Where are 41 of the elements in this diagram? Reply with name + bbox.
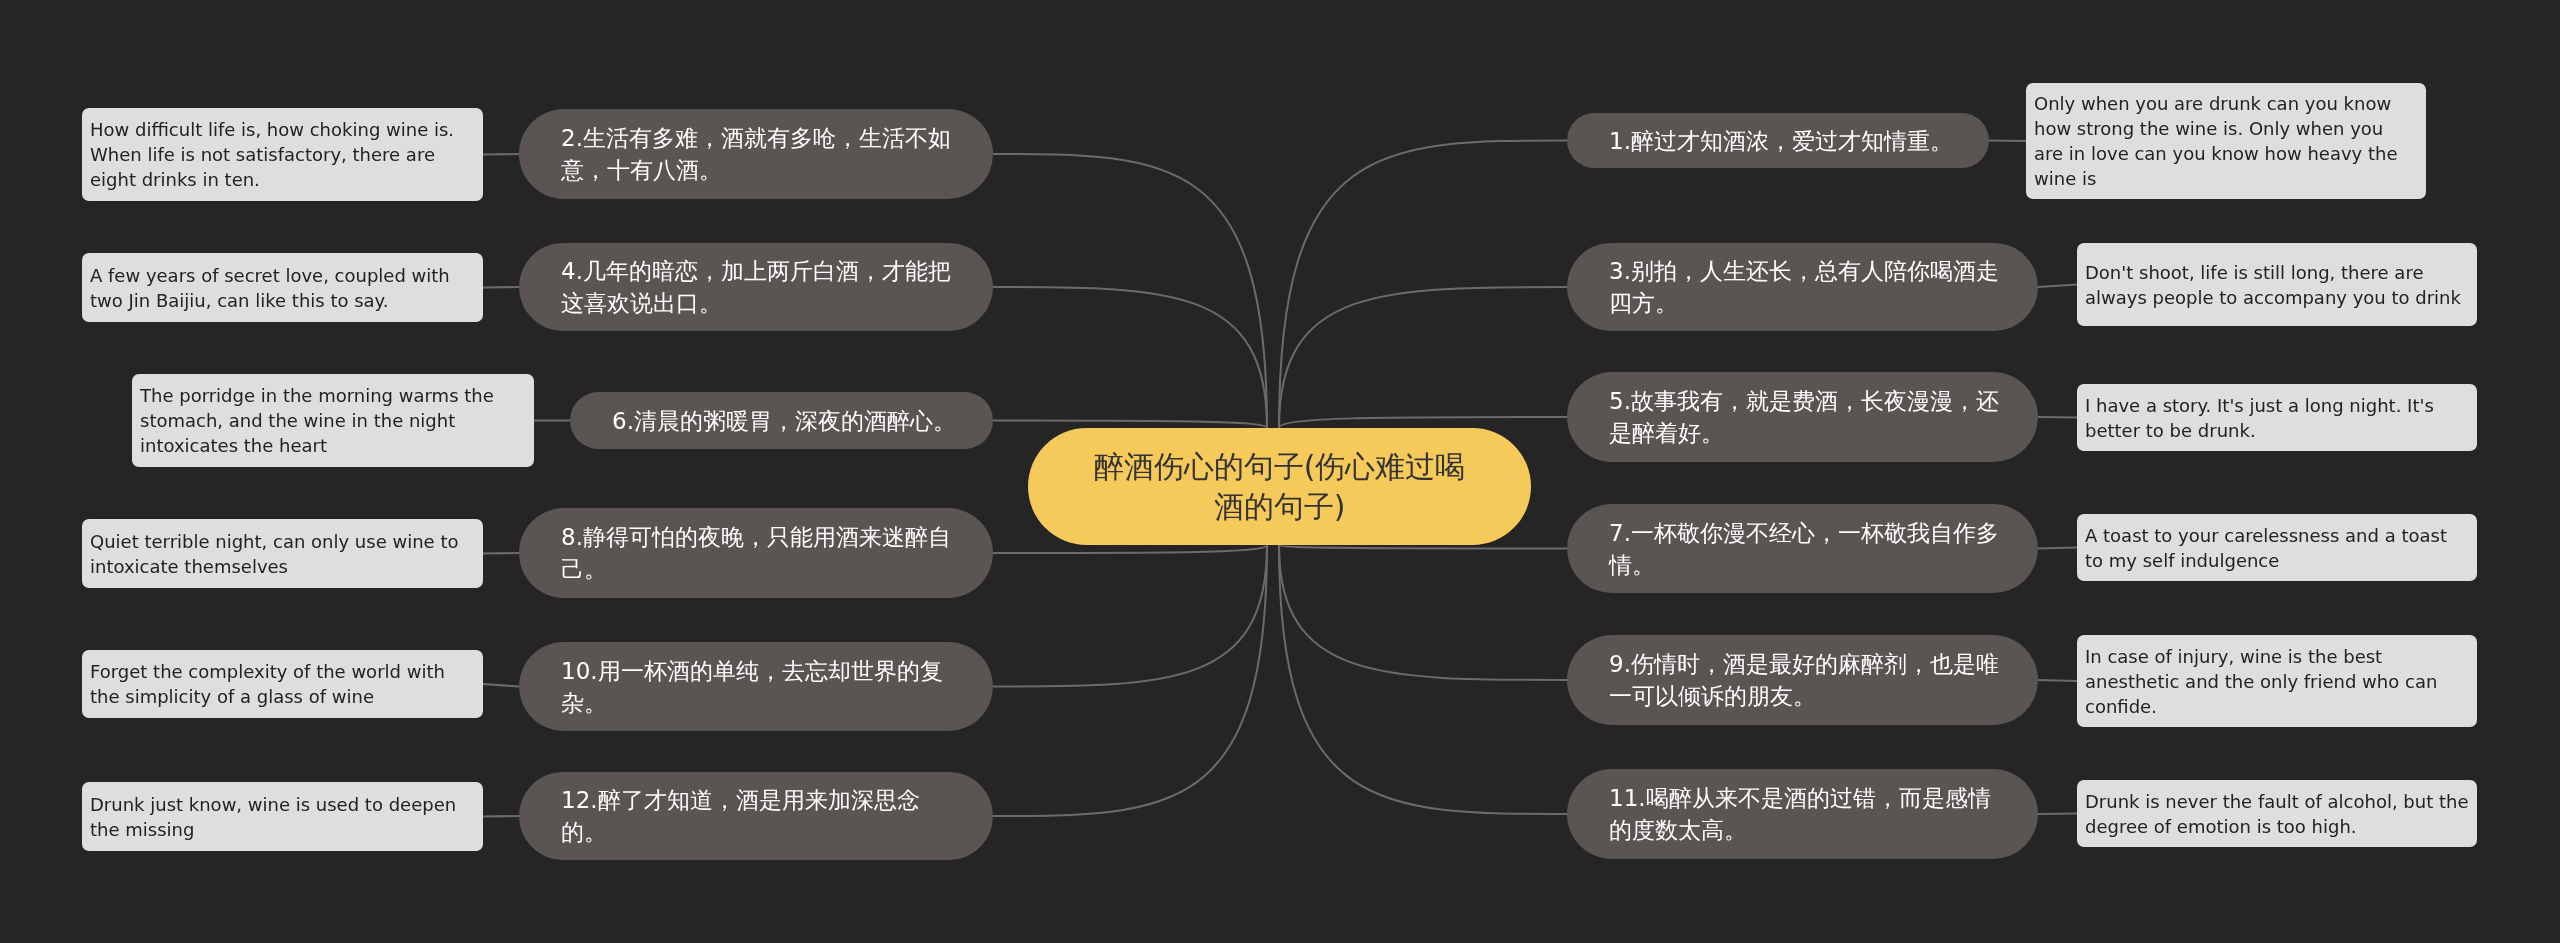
note-box: Drunk is never the fault of alcohol, but the degree of emotion is too high. [2077, 780, 2477, 847]
topic-pill: 5.故事我有，就是费酒，长夜漫漫，还是醉着好。 [1567, 372, 2038, 462]
connector-line [992, 544, 1268, 554]
connector-line [482, 815, 520, 818]
note-box: Forget the complexity of the world with the simplicity of a glass of wine [82, 650, 483, 718]
connector-line [2037, 546, 2078, 550]
connector-line [992, 419, 1268, 429]
topic-pill: 4.几年的暗恋，加上两斤白酒，才能把这喜欢说出口。 [519, 243, 993, 331]
connector-line [482, 683, 520, 688]
connector-line [482, 552, 520, 555]
topic-pill: 6.清晨的粥暖胃，深夜的酒醉心。 [570, 392, 993, 449]
connector-line [1278, 416, 1568, 429]
connector-line [533, 419, 571, 422]
note-box: The porridge in the morning warms the stomach, and the wine in the night intoxicates the heart [132, 374, 534, 467]
connector-line [2037, 679, 2078, 682]
note-box: Don't shoot, life is still long, there are always people to accompany you to drink [2077, 243, 2477, 326]
connector-line [2037, 283, 2078, 288]
topic-pill: 11.喝醉从来不是酒的过错，而是感情的度数太高。 [1567, 769, 2038, 859]
connector-line [482, 286, 520, 289]
topic-pill: 10.用一杯酒的单纯，去忘却世界的复杂。 [519, 642, 993, 731]
note-box: Quiet terrible night, can only use wine to intoxicate themselves [82, 519, 483, 588]
topic-pill: 9.伤情时，酒是最好的麻醉剂，也是唯一可以倾诉的朋友。 [1567, 635, 2038, 725]
connector-line [2037, 416, 2078, 419]
note-box: In case of injury, wine is the best anesthetic and the only friend who can confide. [2077, 635, 2477, 727]
topic-pill: 8.静得可怕的夜晚，只能用酒来迷醉自己。 [519, 508, 993, 598]
connector-line [2037, 812, 2078, 815]
topic-pill: 12.醉了才知道，酒是用来加深思念的。 [519, 772, 993, 860]
note-box: Drunk just know, wine is used to deepen the missing [82, 782, 483, 851]
connector-line [1988, 139, 2027, 142]
central-topic: 醉酒伤心的句子(伤心难过喝酒的句子) [1028, 428, 1531, 545]
connector-line [482, 153, 520, 156]
note-box: A few years of secret love, coupled with two Jin Baijiu, can like this to say. [82, 253, 483, 322]
note-box: I have a story. It's just a long night. It's better to be drunk. [2077, 384, 2477, 451]
note-box: How difficult life is, how choking wine is. When life is not satisfactory, there are eight drinks in ten. [82, 108, 483, 201]
topic-pill: 3.别拍，人生还长，总有人陪你喝酒走四方。 [1567, 243, 2038, 331]
note-box: Only when you are drunk can you know how strong the wine is. Only when you are in love can you know how heavy the wine is [2026, 83, 2426, 199]
topic-pill: 1.醉过才知酒浓，爱过才知情重。 [1567, 113, 1989, 168]
topic-pill: 7.一杯敬你漫不经心，一杯敬我自作多情。 [1567, 504, 2038, 593]
topic-pill: 2.生活有多难，酒就有多呛，生活不如意，十有八酒。 [519, 109, 993, 199]
note-box: A toast to your carelessness and a toast to my self indulgence [2077, 514, 2477, 581]
connector-line [1278, 544, 1568, 550]
